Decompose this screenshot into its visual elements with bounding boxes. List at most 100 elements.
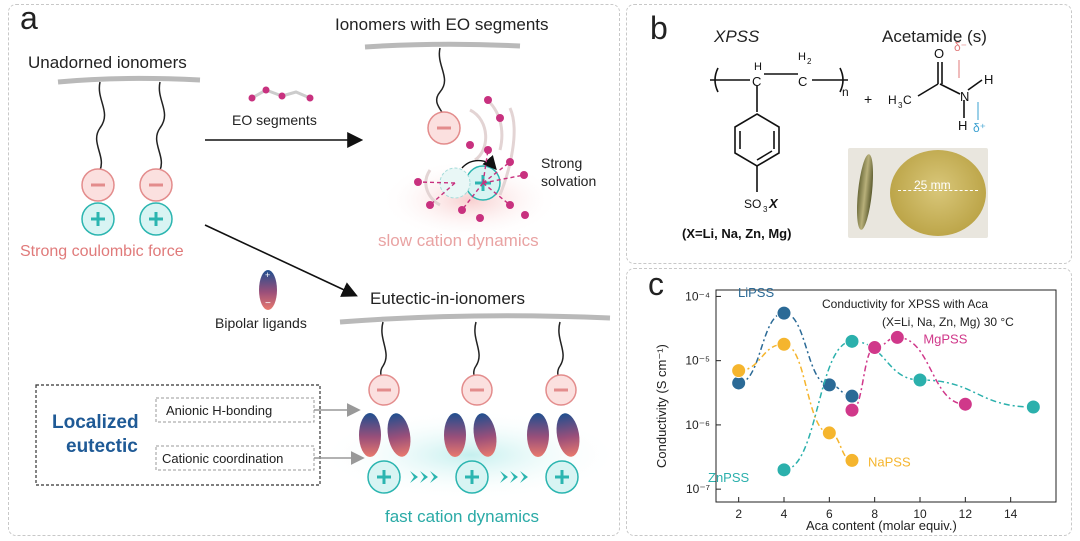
fast-dynamics-label: fast cation dynamics	[385, 507, 539, 526]
svg-text:δ⁺: δ⁺	[973, 121, 986, 135]
panel-c-label: c	[648, 266, 664, 302]
svg-text:δ⁻: δ⁻	[954, 40, 967, 54]
eo-title: Ionomers with EO segments	[335, 15, 549, 34]
cation-icon	[545, 460, 579, 494]
svg-text:3: 3	[763, 205, 768, 214]
anionic-hbonding-label: Anionic H-bonding	[166, 403, 272, 418]
panel-a-diagram: Unadorned ionomers Strong coulombic forc…	[20, 15, 620, 526]
chart-title-line2: (X=Li, Na, Zn, Mg) 30 °C	[882, 315, 1014, 329]
series-label-napss: NaPSS	[868, 454, 911, 469]
series-line-napss	[738, 343, 853, 462]
acetamide-structure	[917, 62, 983, 118]
y-tick-label: 10⁻⁷	[686, 482, 710, 496]
arrow-to-eutectic	[204, 224, 358, 297]
anion-icon	[139, 168, 173, 202]
localized-line2: eutectic	[66, 436, 138, 457]
data-point-napss	[731, 363, 747, 379]
svg-text:+: +	[864, 91, 872, 107]
unadorned-title: Unadorned ionomers	[28, 53, 187, 72]
series-label-lipss: LiPSS	[738, 285, 774, 300]
x-tick-label: 2	[735, 507, 742, 521]
svg-text:C: C	[752, 74, 761, 89]
conductivity-chart: Conductivity for XPSS with Aca (X=Li, Na…	[654, 285, 1057, 533]
x-axis-label: Aca content (molar equiv.)	[806, 518, 957, 533]
localized-line1: Localized	[52, 412, 139, 433]
x-tick-label: 8	[871, 507, 878, 521]
x-tick-label: 10	[913, 507, 927, 521]
film-photo: 25 mm	[848, 148, 988, 238]
slow-dynamics-label: slow cation dynamics	[378, 231, 539, 250]
panel-a-label: a	[20, 0, 38, 36]
data-point-lipss	[844, 388, 860, 404]
svg-text:X: X	[768, 196, 779, 211]
anion-icon	[545, 374, 577, 406]
svg-text:C: C	[903, 93, 912, 107]
data-point-lipss	[821, 377, 837, 393]
x-tick-label: 4	[781, 507, 788, 521]
data-point-mgpss	[957, 396, 973, 412]
y-tick-label: 10⁻⁶	[685, 418, 710, 432]
cation-icon	[139, 202, 173, 236]
acetamide-title: Acetamide (s)	[882, 27, 987, 46]
data-point-mgpss	[867, 340, 883, 356]
panel-a	[8, 4, 620, 536]
svg-text:n: n	[842, 85, 849, 99]
scale-bar-label: 25 mm	[914, 178, 951, 192]
cationic-coordination-label: Cationic coordination	[162, 451, 283, 466]
plot-frame	[715, 289, 1057, 503]
svg-text:2: 2	[807, 57, 812, 66]
x-options: (X=Li, Na, Zn, Mg)	[682, 226, 791, 241]
eo-segments-label: EO segments	[232, 112, 317, 128]
svg-text:H: H	[754, 61, 762, 73]
data-point-lipss	[776, 305, 792, 321]
series-line-lipss	[738, 312, 853, 397]
strong-coulombic-label: Strong coulombic force	[20, 243, 184, 260]
svg-text:N: N	[960, 89, 969, 104]
eutectic-title: Eutectic-in-ionomers	[370, 289, 525, 308]
anion-icon	[81, 168, 115, 202]
chart-title-line1: Conductivity for XPSS with Aca	[822, 297, 988, 311]
cation-icon	[81, 202, 115, 236]
svg-text:H: H	[798, 51, 806, 63]
film-disc-image	[890, 150, 986, 236]
x-tick-label: 14	[1004, 507, 1018, 521]
anion-icon	[427, 111, 461, 145]
xpss-structure	[710, 67, 848, 192]
svg-text:H: H	[984, 72, 993, 87]
svg-text:−: −	[265, 298, 271, 309]
exchange-arrow	[461, 154, 497, 171]
strong-solvation-line1: Strong	[541, 155, 582, 171]
panel-b	[626, 4, 1072, 264]
bipolar-ligands-label: Bipolar ligands	[215, 315, 307, 331]
backbone-unadorned	[57, 75, 201, 85]
bipolar-ligand-icon: + −	[259, 270, 277, 310]
data-point-znpss	[1025, 399, 1041, 415]
x-tick-label: 12	[959, 507, 973, 521]
svg-text:SO: SO	[744, 197, 761, 211]
data-point-znpss	[844, 333, 860, 349]
bipolar-ligand-pairs	[359, 413, 580, 457]
scale-bar	[898, 190, 978, 191]
svg-text:+: +	[265, 270, 270, 280]
series-label-mgpss: MgPSS	[923, 331, 967, 346]
svg-text:H: H	[888, 93, 897, 107]
series-line-znpss	[783, 340, 1034, 471]
data-point-napss	[776, 336, 792, 352]
anion-icon	[461, 374, 493, 406]
y-tick-label: 10⁻⁵	[685, 354, 710, 368]
svg-text:O: O	[934, 46, 944, 61]
localized-eutectic-box	[35, 384, 321, 486]
data-point-napss	[821, 425, 837, 441]
data-point-znpss	[912, 372, 928, 388]
svg-text:3: 3	[898, 101, 903, 110]
data-point-znpss	[776, 462, 792, 478]
eo-segment-icon	[248, 86, 314, 102]
svg-text:C: C	[798, 74, 807, 89]
series-line-mgpss	[851, 336, 966, 411]
x-tick-label: 6	[826, 507, 833, 521]
cation-icon	[367, 460, 401, 494]
strong-solvation-line2: solvation	[541, 173, 596, 189]
cation-icon	[455, 460, 489, 494]
svg-text:H: H	[958, 118, 967, 133]
